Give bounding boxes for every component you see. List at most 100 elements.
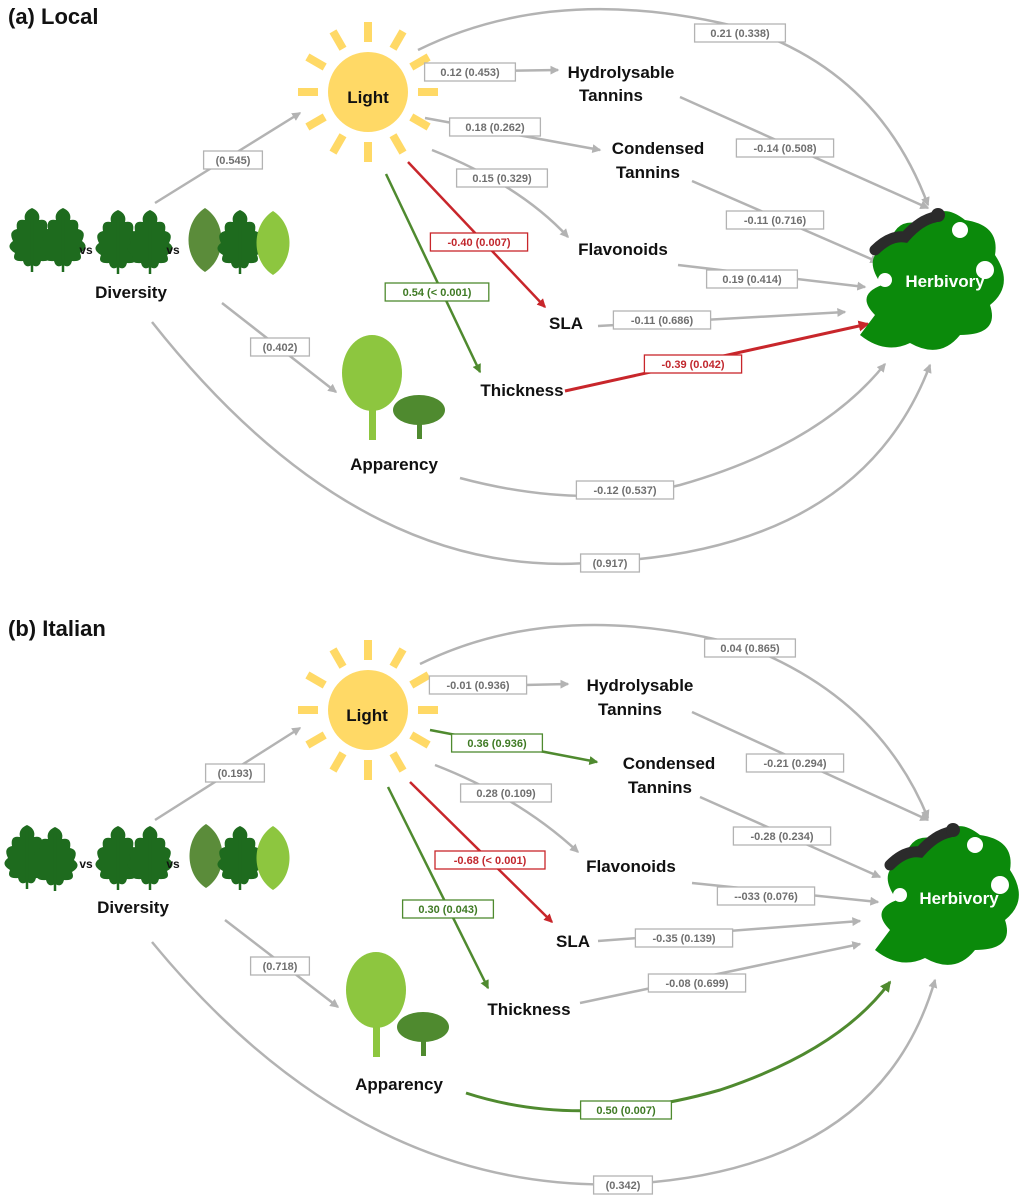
leaf-icon — [189, 824, 223, 888]
coefficient-label-con_herb: -0.28 (0.234) — [732, 826, 832, 846]
coefficient-box — [592, 1175, 654, 1195]
coefficient-box — [693, 23, 787, 43]
path-arrow-light_flav — [431, 148, 569, 238]
node-flavonoids: Flavonoids — [578, 240, 668, 259]
path-arrow-light_thick — [386, 786, 490, 990]
coefficient-label-light_herb: 0.21 (0.338) — [693, 23, 787, 43]
coefficient-box — [429, 232, 529, 252]
node-condensed: Condensed — [623, 754, 716, 773]
node-hydrolysable: Hydrolysable — [587, 676, 694, 695]
coefficient-text: -0.11 (0.686) — [631, 315, 694, 327]
node-light: Light — [347, 88, 389, 107]
node-apparency: Apparency — [350, 455, 438, 474]
coefficient-box — [647, 973, 747, 993]
coefficient-text: 0.28 (0.109) — [476, 788, 536, 800]
coefficient-text: --033 (0.076) — [734, 891, 798, 903]
panel-title: (b) Italian — [8, 616, 106, 641]
leaf-icon — [188, 208, 222, 272]
coefficient-text: 0.18 (0.262) — [465, 122, 525, 134]
coefficient-box — [735, 138, 835, 158]
coefficient-label-flav_herb: 0.19 (0.414) — [705, 269, 799, 289]
chewed-leaf-icon — [860, 211, 1004, 350]
coefficient-label-div_herb: (0.917) — [579, 553, 641, 573]
coefficient-label-hyd_herb: -0.14 (0.508) — [735, 138, 835, 158]
coefficient-box — [423, 62, 517, 82]
coefficient-label-light_herb: 0.04 (0.865) — [703, 638, 797, 658]
oak-leaf-icon — [127, 210, 173, 274]
coefficient-box — [725, 210, 825, 230]
node-hydrolysable: Hydrolysable — [568, 63, 675, 82]
coefficient-box — [401, 899, 495, 919]
coefficient-label-light_thick: 0.54 (< 0.001) — [384, 282, 490, 302]
coefficient-text: 0.21 (0.338) — [710, 28, 770, 40]
coefficient-text: -0.35 (0.139) — [653, 933, 716, 945]
node-sla: SLA — [549, 314, 583, 333]
coefficient-text: -0.68 (< 0.001) — [454, 855, 527, 867]
coefficient-label-light_flav: 0.28 (0.109) — [459, 783, 553, 803]
node-diversity: Diversity — [97, 898, 169, 917]
tree-icon — [346, 952, 449, 1057]
coefficient-label-light_thick: 0.30 (0.043) — [401, 899, 495, 919]
coefficient-text: (0.545) — [216, 155, 251, 167]
coefficient-text: 0.12 (0.453) — [440, 67, 500, 79]
coefficient-text: -0.12 (0.537) — [594, 485, 657, 497]
coefficient-box — [428, 675, 528, 695]
coefficient-text: 0.36 (0.936) — [467, 738, 527, 750]
node-apparency: Apparency — [355, 1075, 443, 1094]
coefficient-label-thick_herb: -0.39 (0.042) — [643, 354, 743, 374]
coefficient-label-app_herb: 0.50 (0.007) — [579, 1100, 673, 1120]
vs-text: vs — [166, 857, 180, 871]
node-thickness: Thickness — [487, 1000, 570, 1019]
sun-icon — [298, 22, 438, 162]
leaf-icon — [256, 826, 290, 890]
coefficient-label-light_sla: -0.40 (0.007) — [429, 232, 529, 252]
node-hydrolysable-tannins: Tannins — [579, 86, 643, 105]
coefficient-box — [716, 886, 816, 906]
coefficient-label-thick_herb: -0.08 (0.699) — [647, 973, 747, 993]
oak-leaf-icon — [217, 210, 263, 274]
node-herbivory: Herbivory — [919, 889, 999, 908]
path-arrows — [151, 7, 932, 566]
coefficient-box — [249, 337, 311, 357]
node-hydrolysable-tannins: Tannins — [598, 700, 662, 719]
caterpillar-icon — [869, 208, 945, 256]
coefficient-box — [703, 638, 797, 658]
coefficient-box — [634, 928, 734, 948]
coefficient-labels: (0.545) (0.402) (0.917) 0.12 (0.453) 0.18 (0… — [202, 23, 835, 573]
coefficient-text: (0.718) — [263, 961, 298, 973]
coefficient-text: -0.01 (0.936) — [447, 680, 510, 692]
coefficient-label-sla_herb: -0.35 (0.139) — [634, 928, 734, 948]
oak-leaf-icon — [9, 208, 55, 272]
coefficient-text: 0.19 (0.414) — [722, 274, 782, 286]
chewed-leaf-icon — [875, 826, 1019, 965]
coefficient-label-div_app: (0.402) — [249, 337, 311, 357]
coefficient-label-light_hyd: 0.12 (0.453) — [423, 62, 517, 82]
coefficient-text: -0.40 (0.007) — [448, 237, 511, 249]
coefficient-box — [579, 1100, 673, 1120]
path-arrow-light_flav — [434, 763, 579, 853]
vs-text: vs — [79, 243, 93, 257]
coefficient-text: 0.54 (< 0.001) — [403, 287, 472, 299]
coefficient-label-div_herb: (0.342) — [592, 1175, 654, 1195]
coefficient-label-light_con: 0.18 (0.262) — [448, 117, 542, 137]
coefficient-label-sla_herb: -0.11 (0.686) — [612, 310, 712, 330]
coefficient-label-app_herb: -0.12 (0.537) — [575, 480, 675, 500]
coefficient-text: -0.11 (0.716) — [744, 215, 807, 227]
coefficient-text: 0.50 (0.007) — [596, 1105, 656, 1117]
sun-icon — [298, 640, 438, 780]
coefficient-box — [579, 553, 641, 573]
node-diversity: Diversity — [95, 283, 167, 302]
caterpillar-icon — [884, 823, 960, 871]
path-arrow-div_herb — [151, 321, 932, 566]
vs-text: vs — [166, 243, 180, 257]
node-condensed: Condensed — [612, 139, 705, 158]
coefficient-text: 0.30 (0.043) — [418, 904, 478, 916]
coefficient-label-light_flav: 0.15 (0.329) — [455, 168, 549, 188]
oak-leaf-icon — [127, 826, 173, 890]
coefficient-text: -0.21 (0.294) — [764, 758, 827, 770]
node-condensed-tannins: Tannins — [616, 163, 680, 182]
coefficient-box — [249, 956, 311, 976]
coefficient-text: 0.15 (0.329) — [472, 173, 532, 185]
